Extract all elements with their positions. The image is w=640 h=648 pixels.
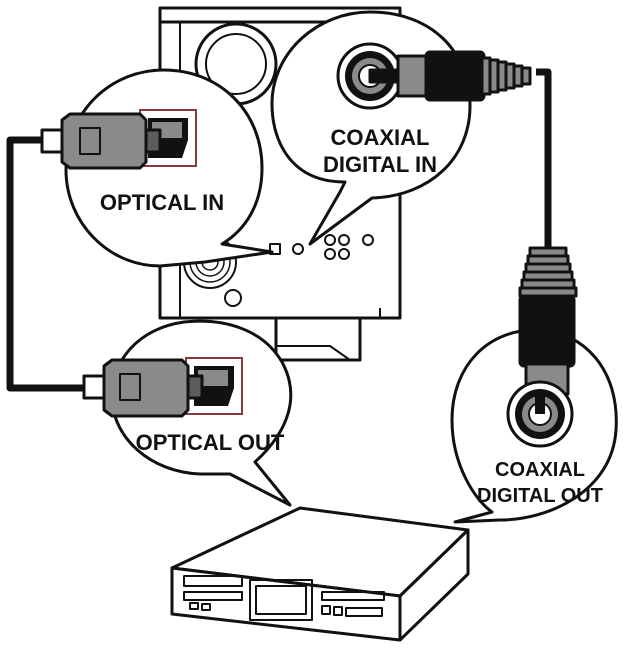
optical-out-label: OPTICAL OUT [136, 430, 285, 455]
coaxial-cable [536, 68, 552, 250]
optical-plug-icon [40, 112, 162, 170]
coaxial-in-label-line1: COAXIAL [331, 125, 430, 150]
coaxial-plug-icon [368, 50, 532, 102]
av-receiver-icon [170, 506, 470, 642]
coaxial-out-label-line1: COAXIAL [495, 459, 585, 481]
coaxial-plug-icon [518, 246, 578, 396]
coaxial-in-label-line2: DIGITAL IN [323, 152, 437, 177]
coaxial-jack-icon [506, 380, 574, 448]
optical-plug-icon [82, 358, 204, 418]
optical-cable [6, 136, 88, 392]
optical-in-label: OPTICAL IN [100, 190, 224, 215]
coaxial-out-label-line2: DIGITAL OUT [477, 485, 603, 507]
